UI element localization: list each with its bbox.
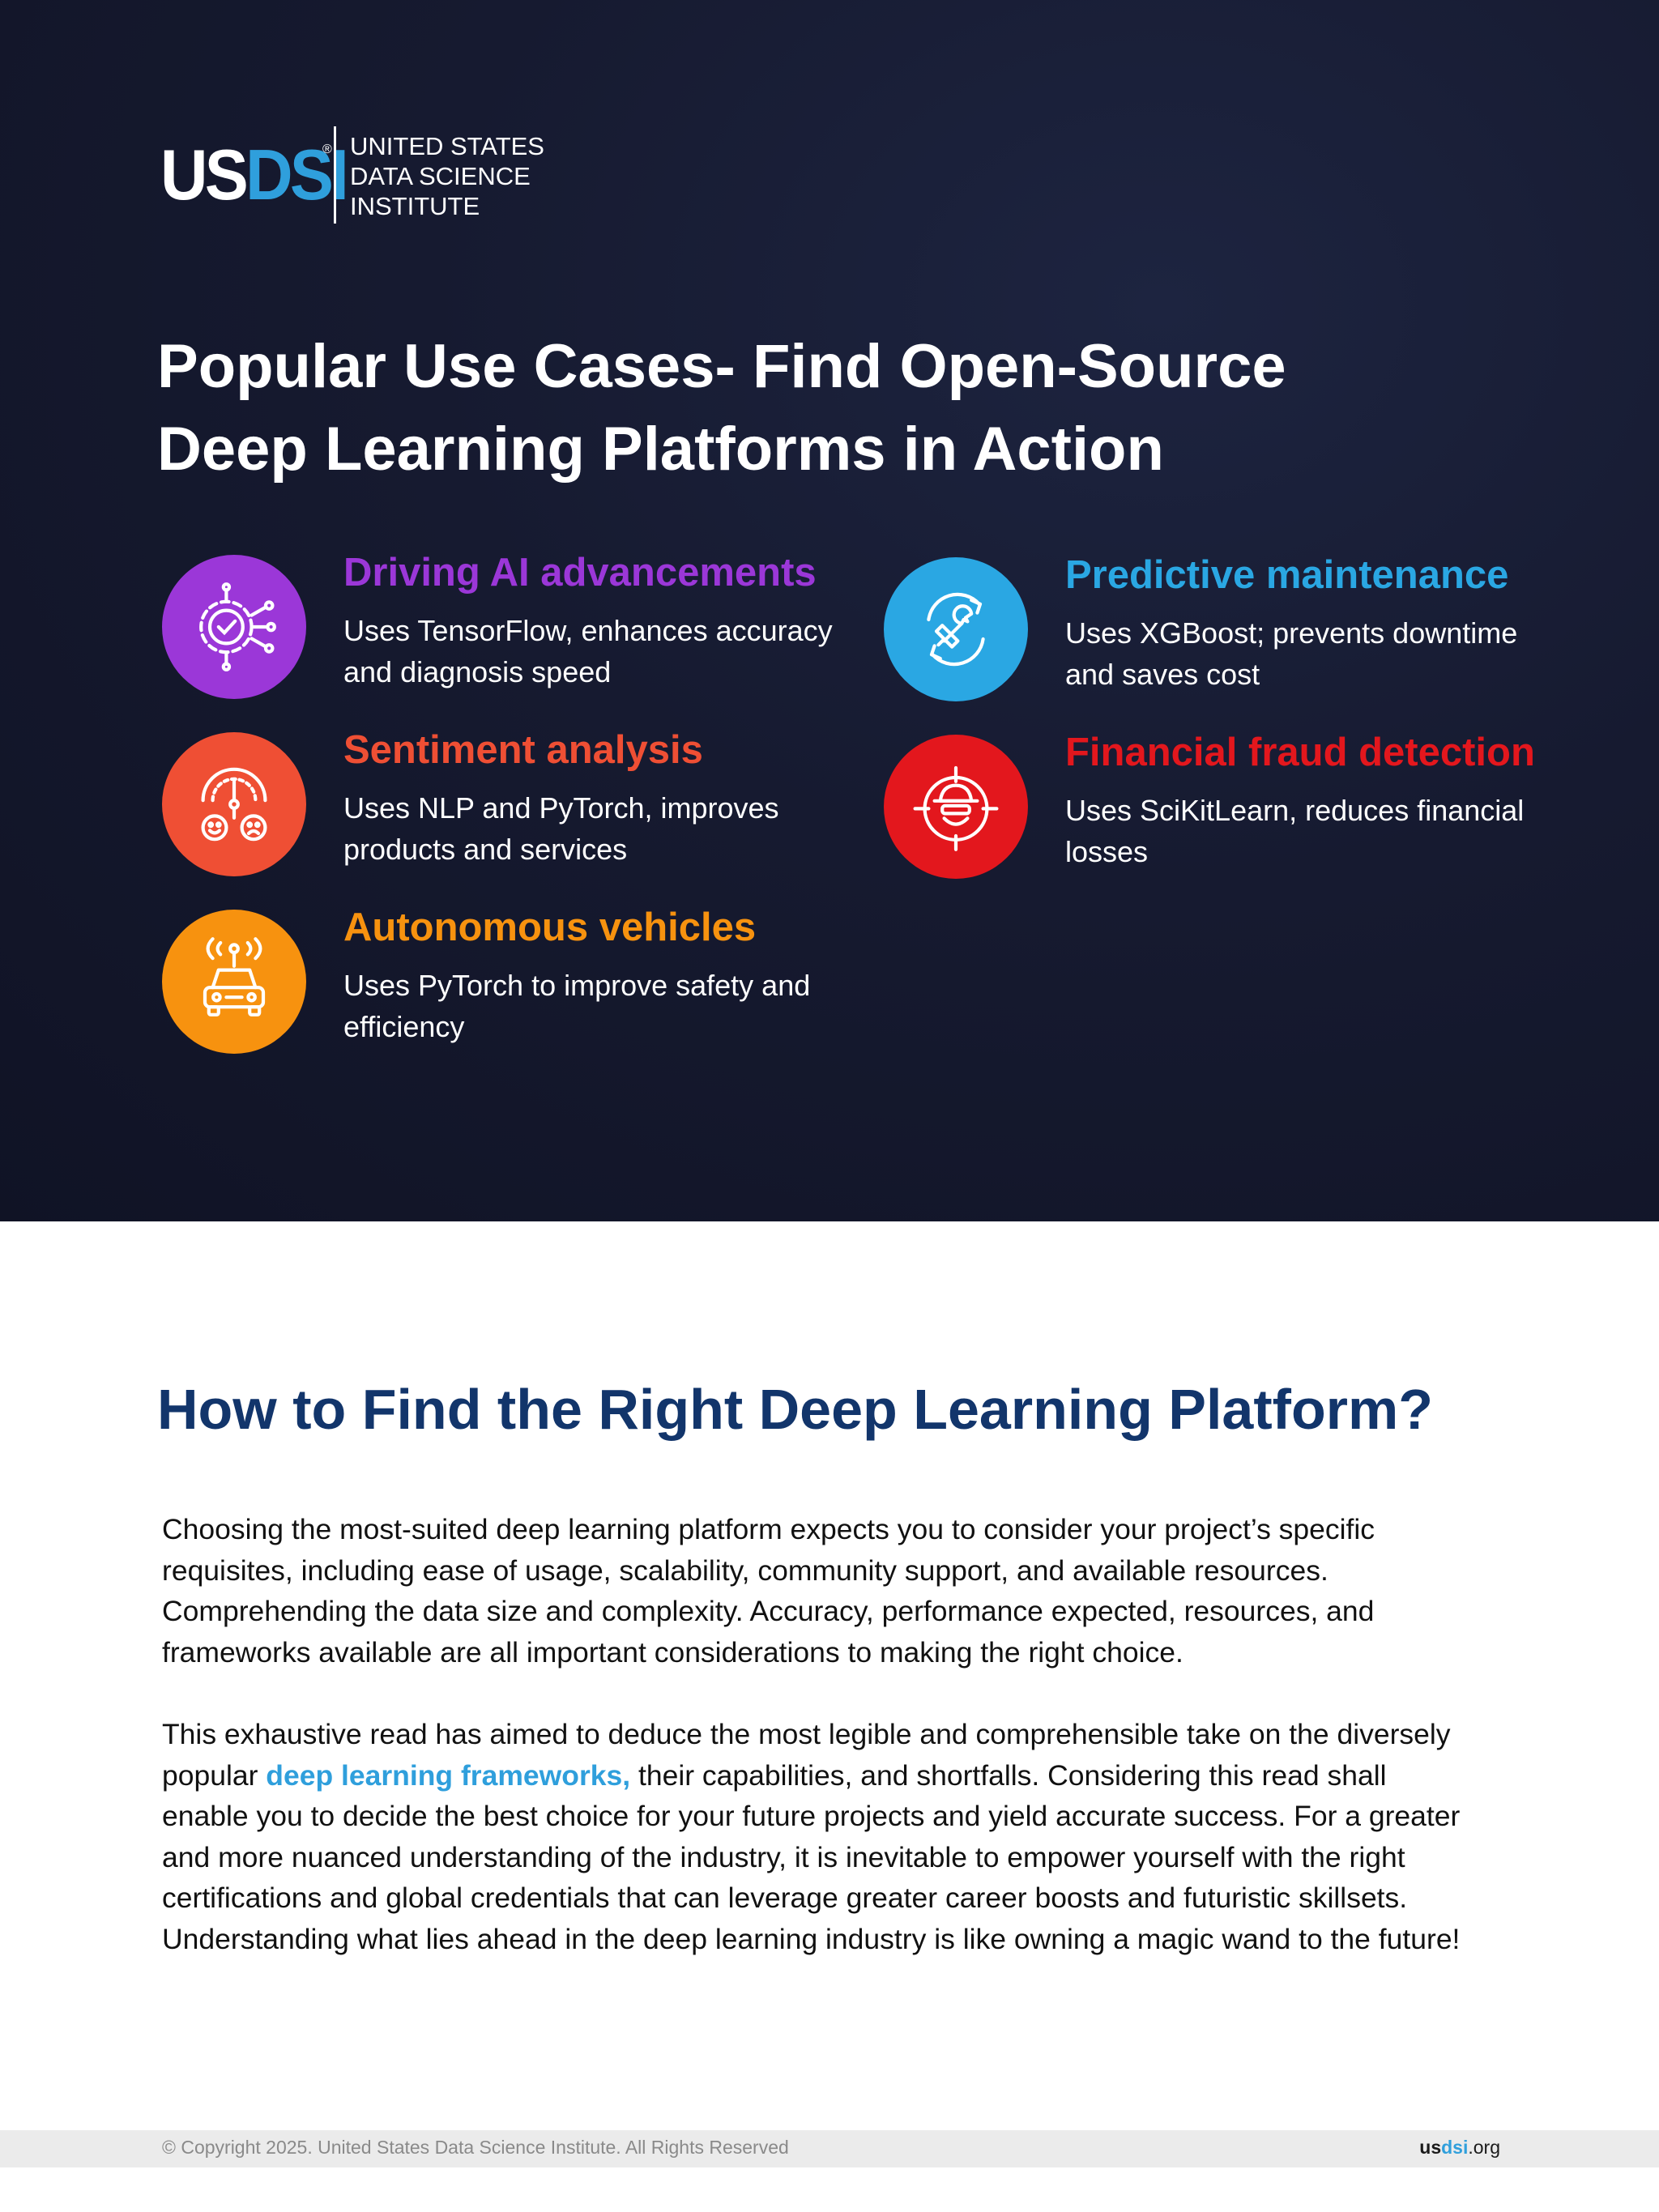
- footer: © Copyright 2025. United States Data Sci…: [0, 2130, 1659, 2167]
- use-case-description: Uses TensorFlow, enhances accuracy and d…: [343, 614, 833, 688]
- website-link[interactable]: usdsi.org: [1419, 2137, 1500, 2158]
- deep-learning-frameworks-link[interactable]: deep learning frameworks,: [266, 1758, 631, 1792]
- use-case-description: Uses PyTorch to improve safety and effic…: [343, 969, 811, 1043]
- logo-mark: USDSI: [160, 134, 349, 215]
- usdsi-logo[interactable]: USDSI ® UNITED STATES DATA SCIENCE INSTI…: [160, 126, 544, 224]
- section-title: How to Find the Right Deep Learning Plat…: [157, 1378, 1433, 1441]
- body-paragraph-1: Choosing the most-suited deep learning p…: [162, 1513, 1375, 1669]
- hero-section: USDSI ® UNITED STATES DATA SCIENCE INSTI…: [0, 0, 1659, 1221]
- use-case-title: Autonomous vehicles: [343, 906, 757, 949]
- autonomous-car-icon: [162, 910, 306, 1054]
- use-case-title: Driving AI advancements: [343, 551, 817, 595]
- gear-check-icon: [162, 555, 306, 699]
- use-case-title: Predictive maintenance: [1065, 553, 1509, 597]
- logo-wordmark: UNITED STATES DATA SCIENCE INSTITUTE: [350, 132, 544, 220]
- use-case-description: Uses XGBoost; prevents downtime and save…: [1065, 616, 1518, 691]
- use-case-title: Financial fraud detection: [1065, 731, 1535, 774]
- maintenance-wrench-icon: [884, 557, 1028, 701]
- body-paragraph-2: This exhaustive read has aimed to deduce…: [162, 1718, 1461, 1955]
- sentiment-gauge-icon: [162, 732, 306, 876]
- hero-title: Popular Use Cases- Find Open-Source Deep…: [157, 332, 1286, 484]
- use-case-description: Uses SciKitLearn, reduces financial loss…: [1065, 794, 1525, 868]
- use-case-description: Uses NLP and PyTorch, improves products …: [343, 791, 779, 866]
- registered-mark: ®: [322, 143, 332, 156]
- copyright-text: © Copyright 2025. United States Data Sci…: [162, 2137, 789, 2158]
- fraud-target-icon: [884, 735, 1028, 879]
- logo-divider: [334, 126, 336, 224]
- use-case-title: Sentiment analysis: [343, 728, 703, 772]
